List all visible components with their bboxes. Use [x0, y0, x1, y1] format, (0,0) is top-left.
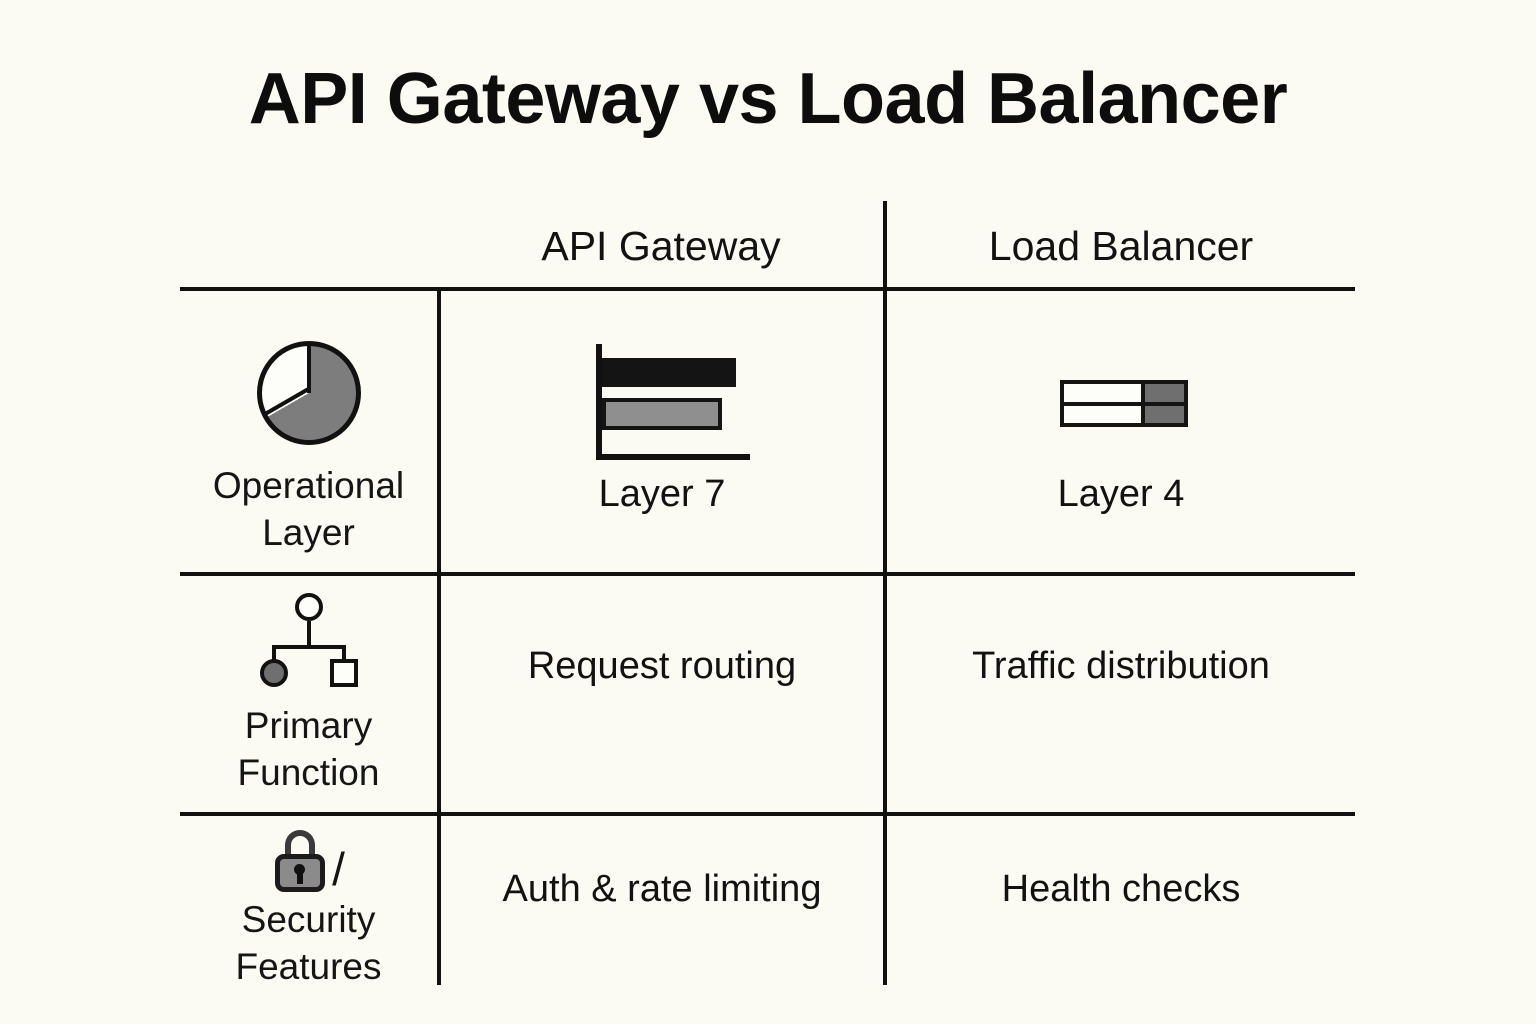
cell-api-gateway-operational-layer: Layer 7: [598, 473, 726, 515]
lock-keyhole-stem: [297, 872, 304, 884]
split-grid-divider-vertical: [1140, 384, 1145, 423]
org-chart-branch-right: [341, 645, 346, 663]
lock-keyhole: [294, 864, 306, 875]
table-rule-header: [180, 287, 1355, 291]
table-divider-col2: [883, 201, 887, 985]
bar-chart-bar-lower: [602, 398, 722, 430]
row-label-line2: Features: [235, 946, 382, 988]
org-chart-icon: [257, 593, 361, 693]
org-chart-branch-left: [271, 645, 276, 663]
column-header-load-balancer: Load Balancer: [988, 223, 1254, 269]
column-header-api-gateway: API Gateway: [541, 223, 781, 269]
cell-load-balancer-primary-function: Traffic distribution: [972, 645, 1270, 687]
org-chart-crossbar: [271, 645, 346, 649]
row-label-security-features: Security Features: [180, 896, 437, 991]
org-chart-node-root: [294, 593, 323, 621]
split-grid-cell-top-right: [1140, 384, 1184, 404]
org-chart-stem: [306, 621, 311, 647]
row-icon-primary-function: [180, 592, 437, 694]
row-icon-operational-layer: [180, 338, 437, 448]
row-label-primary-function: Primary Function: [180, 702, 437, 797]
slash-glyph: /: [332, 843, 345, 896]
row-icon-security-features: /: [180, 828, 437, 894]
split-grid-cell-bottom-right: [1140, 403, 1184, 423]
lock-icon: [272, 830, 328, 892]
bar-chart-x-axis: [596, 454, 750, 460]
cell-api-gateway-primary-function: Request routing: [527, 645, 797, 687]
table-rule-row2: [180, 812, 1355, 816]
table-divider-col1: [437, 288, 441, 985]
row-label-line1: Security: [241, 899, 376, 940]
table-rule-row1: [180, 572, 1355, 576]
pie-spoke-top: [306, 344, 311, 393]
row-label-operational-layer: Operational Layer: [180, 462, 437, 557]
cell-load-balancer-operational-layer: Layer 4: [1057, 473, 1185, 515]
row-label-line1: Primary: [244, 705, 373, 746]
row-label-line2: Function: [237, 752, 380, 794]
bar-chart-bar-upper: [602, 358, 736, 387]
split-grid-divider-horizontal: [1064, 401, 1184, 406]
pie-chart-icon: [256, 341, 361, 445]
lock-shackle: [285, 830, 316, 860]
page-title: API Gateway vs Load Balancer: [248, 59, 1288, 139]
row-label-line1: Operational: [212, 465, 405, 506]
row-label-line2: Layer: [262, 512, 355, 554]
cell-load-balancer-security-features: Health checks: [1001, 868, 1241, 910]
cell-api-gateway-security-features: Auth & rate limiting: [502, 868, 822, 910]
org-chart-node-right: [329, 659, 358, 687]
bar-chart-y-axis: [596, 344, 602, 456]
bar-chart-icon: [596, 344, 756, 460]
org-chart-node-left: [259, 659, 288, 687]
split-grid-icon: [1060, 380, 1188, 427]
pie-spoke-lower-left: [264, 387, 309, 416]
